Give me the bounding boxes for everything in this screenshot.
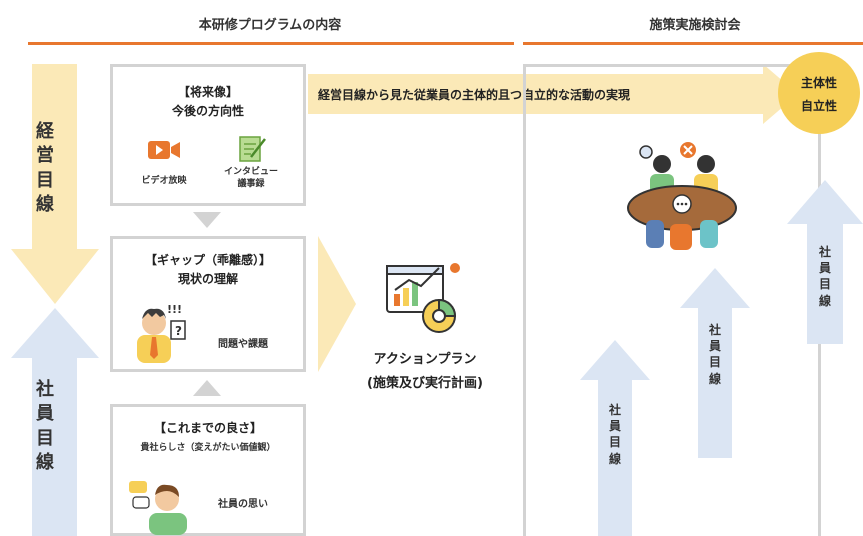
right-section-rule <box>523 42 863 45</box>
employee-view-label-2: 社 員 目 線 <box>708 323 721 386</box>
future-vision-title: 【将来像】 <box>177 85 238 99</box>
interview-item-label: インタビュー 議事録 <box>223 167 278 189</box>
action-plan-subtitle: (施策及び実行計画) <box>367 376 483 391</box>
to-action-plan-arrow <box>318 236 356 372</box>
left-section-rule <box>28 42 514 45</box>
svg-text:?: ? <box>175 324 182 338</box>
action-plan-chart-icon <box>386 263 460 333</box>
autonomy-line2: 自立性 <box>800 99 837 113</box>
employee-view-label-left: 社 員 目 線 <box>36 379 54 473</box>
gap-box: 【ギャップ（乖離感）】 現状の理解 ? !!! 問題や課題 <box>110 236 306 372</box>
gap-title: 【ギャップ（乖離感）】 <box>144 253 271 267</box>
interview-notes-icon <box>239 136 266 162</box>
employee-thoughts-label: 社員の思い <box>218 499 268 510</box>
left-section-title: 本研修プログラムの内容 <box>198 18 342 33</box>
video-icon <box>148 141 180 159</box>
goal-banner-text: 経営目線から見た従業員の主体的且つ自立的な活動の実現 <box>318 88 631 102</box>
problem-item-label: 問題や課題 <box>218 339 268 350</box>
employee-view-arrow-2 <box>680 268 750 458</box>
meeting-table-icon <box>627 142 737 250</box>
review-meeting-panel <box>523 64 821 536</box>
thinking-person-icon <box>129 481 187 535</box>
svg-text:!!!: !!! <box>167 303 182 316</box>
goal-banner-arrow <box>308 64 798 124</box>
employee-view-label-3: 社 員 目 線 <box>818 245 831 308</box>
employee-view-arrow-1 <box>580 340 650 536</box>
future-vision-box: 【将来像】 今後の方向性 ビデオ放映 インタビュー 議事録 <box>110 64 306 206</box>
up-triangle-icon <box>193 380 221 396</box>
video-item-label: ビデオ放映 <box>141 176 187 186</box>
action-plan-title: アクションプラン <box>373 352 477 367</box>
down-triangle-icon <box>193 212 221 228</box>
strengths-title: 【これまでの良さ】 <box>153 421 262 435</box>
management-view-arrow <box>11 64 99 304</box>
autonomy-line1: 主体性 <box>800 76 837 90</box>
future-vision-subtitle: 今後の方向性 <box>171 104 244 118</box>
employee-view-label-1: 社 員 目 線 <box>608 403 621 466</box>
strengths-subtitle: 貴社らしさ（変えがたい価値観） <box>140 443 276 453</box>
right-section-title: 施策実施検討会 <box>649 18 741 33</box>
gap-subtitle: 現状の理解 <box>177 272 238 286</box>
strengths-box: 【これまでの良さ】 貴社らしさ（変えがたい価値観） 社員の思い <box>110 404 306 536</box>
employee-view-arrow-3 <box>787 180 863 344</box>
management-view-label: 経 営 目 線 <box>36 121 54 215</box>
autonomy-circle: 主体性 自立性 <box>778 52 860 134</box>
employee-view-arrow-left <box>11 308 99 536</box>
confused-person-icon: ? !!! <box>137 303 186 363</box>
